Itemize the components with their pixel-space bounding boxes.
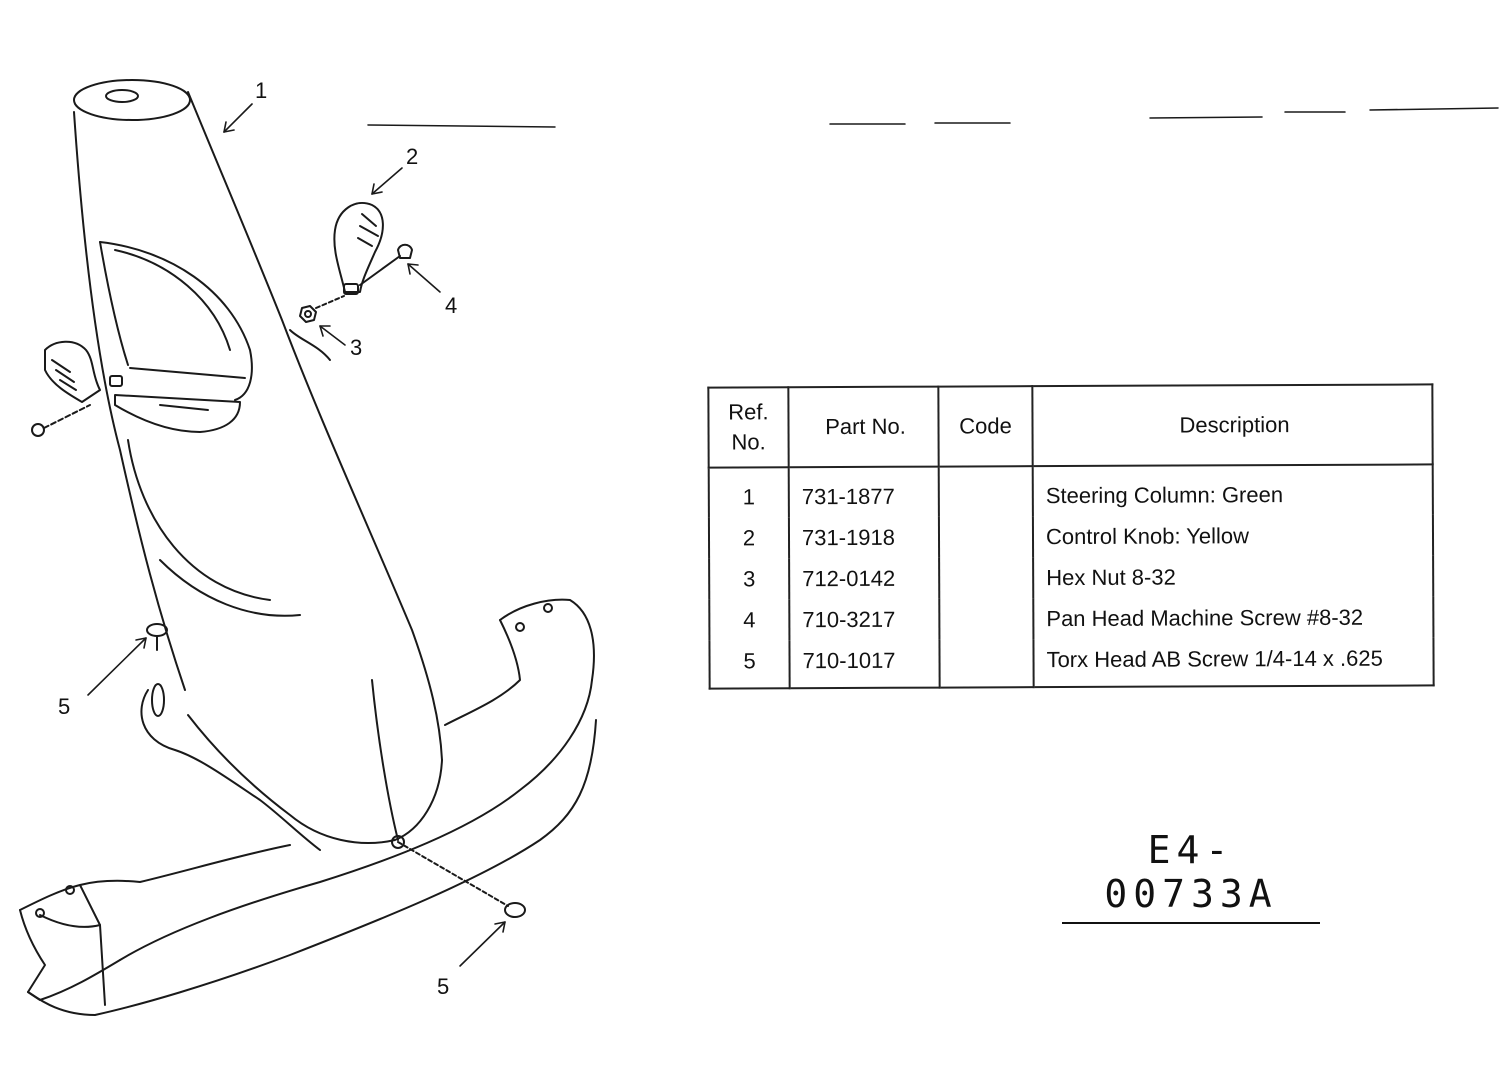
callout-2: 2 (406, 144, 419, 169)
torx-screw-upper (146, 623, 168, 651)
cell-ref: 1 (708, 467, 789, 518)
control-knob-left (44, 340, 123, 403)
cell-part-no: 731-1918 (788, 516, 940, 559)
callout-3: 3 (350, 335, 363, 360)
steering-column-part (73, 79, 443, 844)
cell-ref: 4 (709, 599, 790, 641)
cell-ref: 3 (709, 558, 790, 600)
cell-description: Steering Column: Green (1032, 464, 1433, 517)
cell-part-no: 712-0142 (789, 557, 940, 600)
table-header-row: Ref. No. Part No. Code Description (708, 384, 1433, 468)
cell-part-no: 731-1877 (788, 466, 939, 518)
cell-code (939, 598, 1034, 640)
callout-5-lower: 5 (437, 974, 450, 999)
cell-ref: 2 (708, 517, 790, 559)
base-slot (151, 683, 165, 717)
cell-part-no: 710-3217 (789, 598, 940, 641)
callout-4: 4 (445, 293, 458, 318)
cell-code (939, 639, 1034, 688)
header-ref-no: Ref. No. (708, 387, 789, 468)
parts-list-table: Ref. No. Part No. Code Description 1 731… (707, 383, 1434, 689)
cell-ref: 5 (709, 640, 790, 689)
table-row: 2 731-1918 Control Knob: Yellow (708, 514, 1434, 559)
cell-description: Control Knob: Yellow (1032, 514, 1434, 558)
cell-part-no: 710-1017 (789, 639, 940, 689)
table-row: 5 710-1017 Torx Head AB Screw 1/4-14 x .… (709, 637, 1434, 689)
column-base (19, 598, 597, 1016)
control-knob-part (333, 202, 384, 295)
torx-screw-lower (391, 835, 526, 918)
table-row: 3 712-0142 Hex Nut 8-32 (709, 555, 1434, 600)
table-row: 4 710-3217 Pan Head Machine Screw #8-32 (709, 596, 1434, 641)
hex-nut-part (299, 295, 345, 323)
header-description: Description (1032, 384, 1433, 467)
callout-leaders (87, 103, 506, 967)
top-rule-lines (367, 107, 1499, 128)
cell-code (938, 466, 1033, 517)
cell-description: Torx Head AB Screw 1/4-14 x .625 (1033, 637, 1434, 688)
cell-description: Hex Nut 8-32 (1033, 555, 1434, 599)
cell-description: Pan Head Machine Screw #8-32 (1033, 596, 1434, 640)
pan-head-screw-part (359, 243, 413, 286)
header-part-no: Part No. (788, 386, 939, 468)
drawing-number: E4-00733A (1062, 828, 1320, 924)
header-code: Code (938, 386, 1033, 467)
callout-1: 1 (255, 78, 268, 103)
callout-5-upper: 5 (58, 694, 71, 719)
cell-code (938, 516, 1034, 558)
table-row: 1 731-1877 Steering Column: Green (708, 464, 1433, 518)
cell-code (939, 557, 1034, 599)
left-screw (31, 404, 91, 437)
